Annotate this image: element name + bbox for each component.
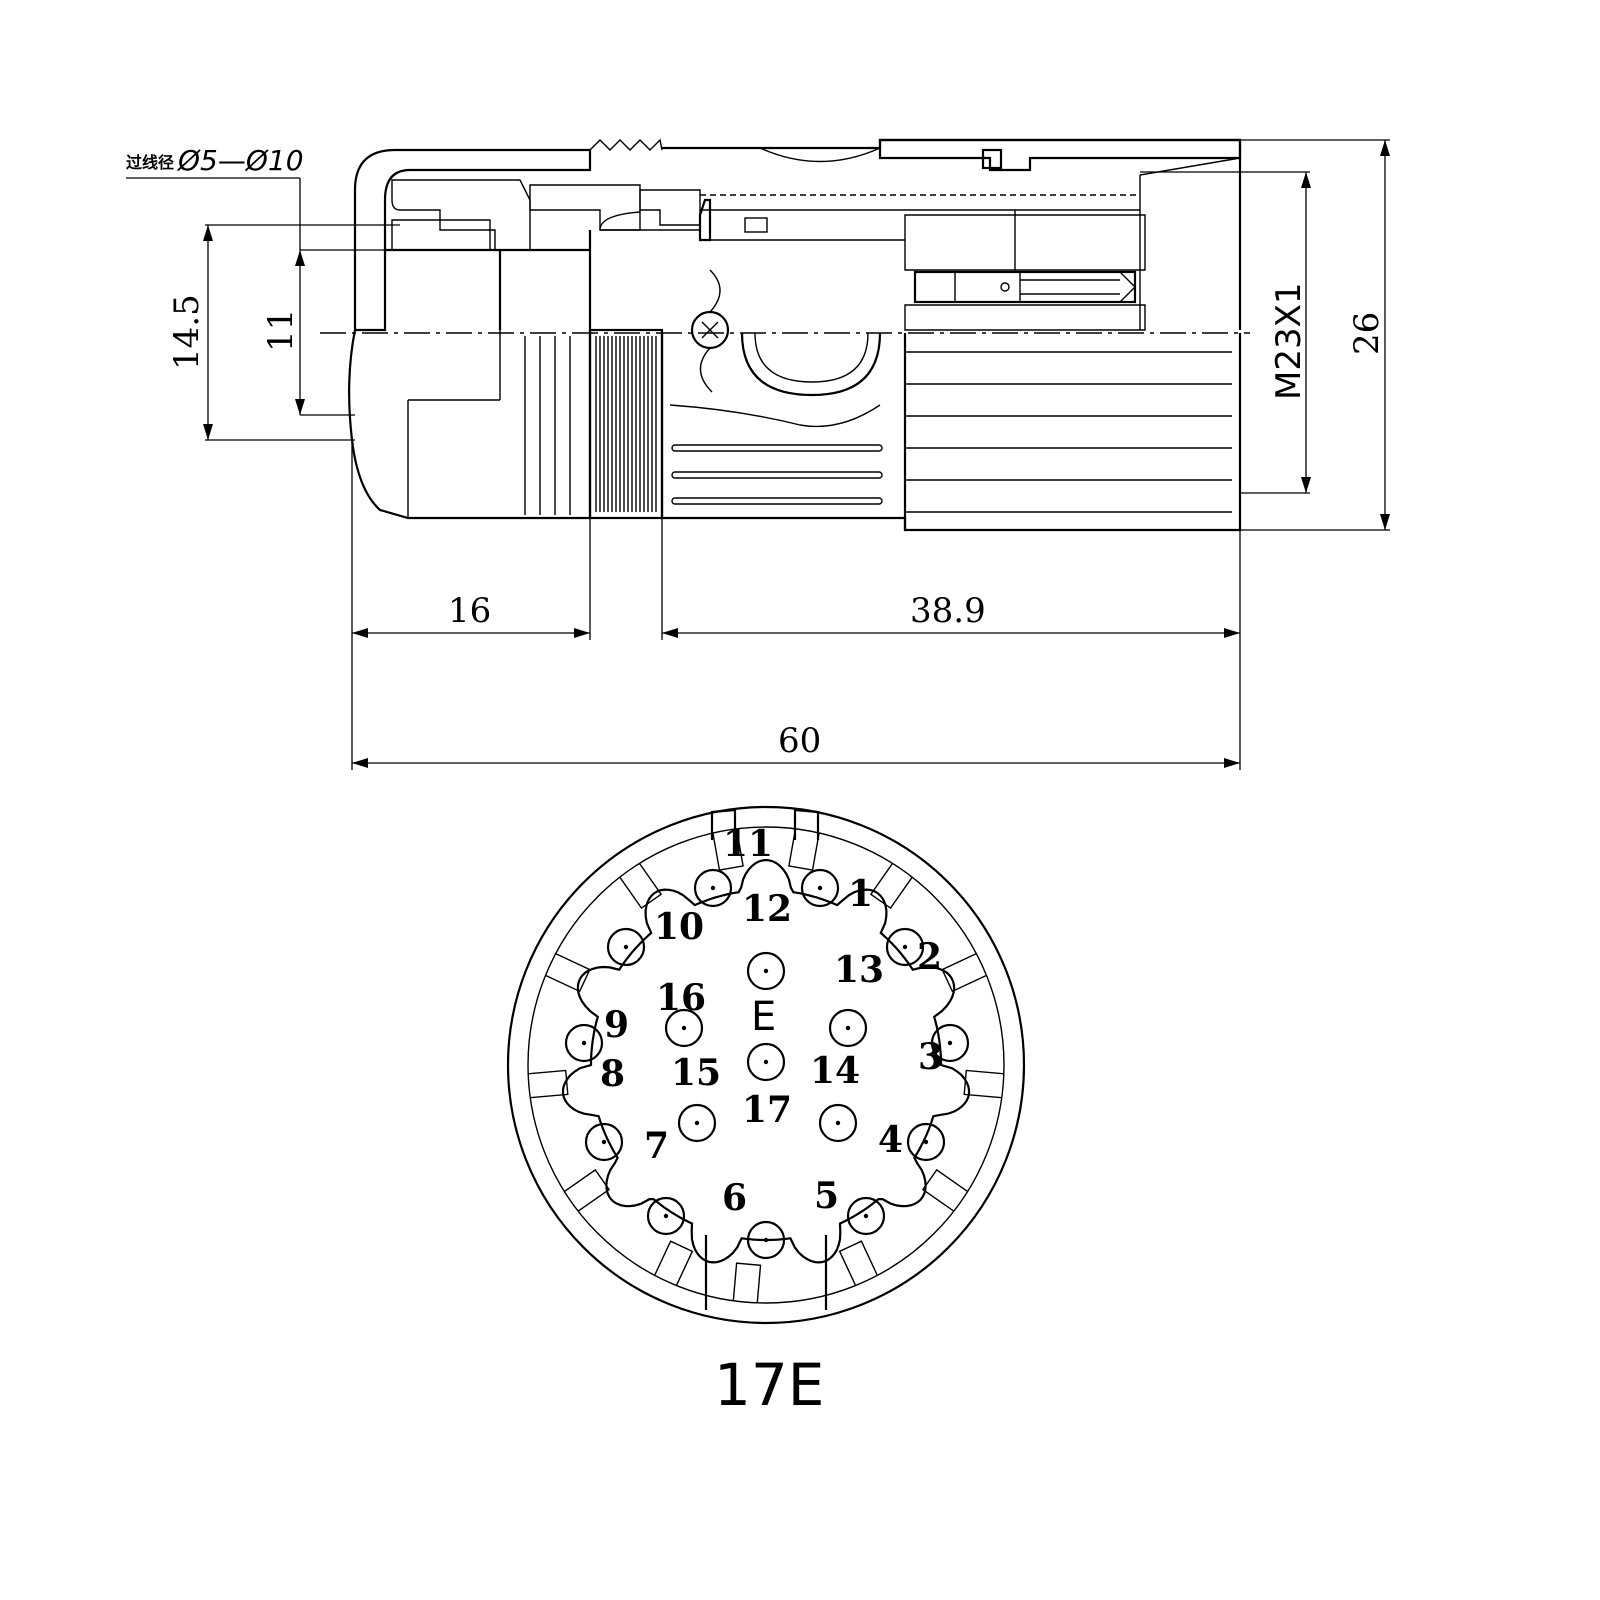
coupling-housing-body bbox=[660, 333, 1242, 532]
pin-label: 17 bbox=[742, 1089, 792, 1131]
dim-cable-outer: 14.5 bbox=[167, 224, 400, 441]
pin-2: 2 bbox=[885, 927, 942, 978]
pin-label: 6 bbox=[722, 1177, 747, 1219]
seal-insert bbox=[391, 179, 531, 251]
window-cutout bbox=[740, 332, 882, 397]
pin-label: 15 bbox=[671, 1052, 721, 1094]
pin-label: 9 bbox=[604, 1004, 629, 1046]
pin-9: 9 bbox=[564, 1004, 629, 1063]
center-bushing bbox=[698, 198, 712, 242]
gland-nut-section bbox=[353, 148, 592, 332]
svg-text:26: 26 bbox=[1347, 312, 1387, 355]
pin-label: 16 bbox=[656, 977, 706, 1019]
pin-17: 17 bbox=[742, 1042, 792, 1131]
pin-4: 4 bbox=[878, 1119, 946, 1162]
pin-label: 14 bbox=[810, 1050, 860, 1092]
pin-6: 6 bbox=[722, 1177, 786, 1260]
pin-label: 13 bbox=[834, 949, 884, 991]
pin-13: 13 bbox=[828, 949, 884, 1048]
dim-right-length: 38.9 bbox=[661, 518, 1241, 770]
coding-mark: E bbox=[751, 994, 776, 1040]
svg-text:过线径: 过线径 bbox=[126, 153, 174, 172]
pin-10: 10 bbox=[606, 906, 704, 967]
dim-thread: M23X1 bbox=[1140, 171, 1311, 494]
pin-12: 12 bbox=[742, 888, 792, 991]
clamp-ring bbox=[529, 184, 641, 231]
pin-5: 5 bbox=[814, 1175, 886, 1236]
pin-14: 14 bbox=[810, 1050, 860, 1143]
pin-3: 3 bbox=[918, 1023, 970, 1078]
svg-text:60: 60 bbox=[778, 721, 821, 761]
pin-16: 16 bbox=[656, 977, 706, 1048]
housing-insert-section bbox=[639, 189, 701, 226]
contact-insert-lower bbox=[904, 304, 1146, 331]
grip-ribs-left bbox=[671, 444, 883, 505]
dim-total-height: 26 bbox=[1240, 139, 1390, 531]
logo bbox=[690, 269, 730, 393]
pin-label: 2 bbox=[917, 936, 942, 978]
gland-nut-body bbox=[348, 329, 592, 520]
pin-label: 1 bbox=[848, 873, 873, 915]
pin-11: 11 bbox=[693, 823, 773, 908]
svg-text:11: 11 bbox=[261, 309, 301, 352]
pin-7: 7 bbox=[644, 1125, 686, 1236]
pin-label: 11 bbox=[723, 823, 773, 865]
svg-text:16: 16 bbox=[448, 591, 491, 631]
cable-diameter-note: 过线径 Ø5—Ø10 bbox=[126, 144, 500, 416]
pin-15: 15 bbox=[671, 1052, 721, 1143]
coupling-housing-section bbox=[878, 138, 1242, 172]
pin-label: 12 bbox=[742, 888, 792, 930]
svg-text:Ø5—Ø10: Ø5—Ø10 bbox=[177, 144, 304, 177]
outer-shell bbox=[506, 805, 1026, 1325]
seal-insert-2 bbox=[391, 219, 491, 251]
pin-1: 1 bbox=[800, 868, 873, 915]
inner-shell bbox=[527, 826, 1005, 1304]
insert-code: 17E bbox=[714, 1351, 824, 1419]
dim-total-length: 60 bbox=[352, 721, 1240, 768]
pin-label: 5 bbox=[814, 1175, 839, 1217]
pin-label: 7 bbox=[644, 1125, 669, 1167]
grip-ribs-right bbox=[905, 351, 1232, 513]
svg-text:14.5: 14.5 bbox=[167, 294, 207, 370]
locking-pin bbox=[981, 148, 1003, 170]
gland-grooves bbox=[524, 336, 571, 515]
dim-left-length: 16 bbox=[351, 440, 591, 770]
svg-text:38.9: 38.9 bbox=[910, 591, 986, 631]
threaded-barrel bbox=[588, 328, 664, 520]
coding-keys bbox=[527, 808, 1005, 1310]
thread-lines bbox=[595, 336, 657, 512]
side-view: 过线径 Ø5—Ø10 14.5 11 M23X1 bbox=[126, 138, 1390, 770]
svg-text:M23X1: M23X1 bbox=[1269, 282, 1309, 400]
pin-8: 8 bbox=[584, 1053, 625, 1162]
pin-label: 10 bbox=[654, 906, 704, 948]
pin-label: 8 bbox=[600, 1053, 625, 1095]
dim-cable-inner: 11 bbox=[261, 250, 305, 415]
pin-label: 4 bbox=[878, 1119, 903, 1161]
contact-socket bbox=[913, 210, 1137, 304]
contact-insert-upper bbox=[904, 214, 1146, 271]
pin-label: 3 bbox=[918, 1036, 943, 1078]
